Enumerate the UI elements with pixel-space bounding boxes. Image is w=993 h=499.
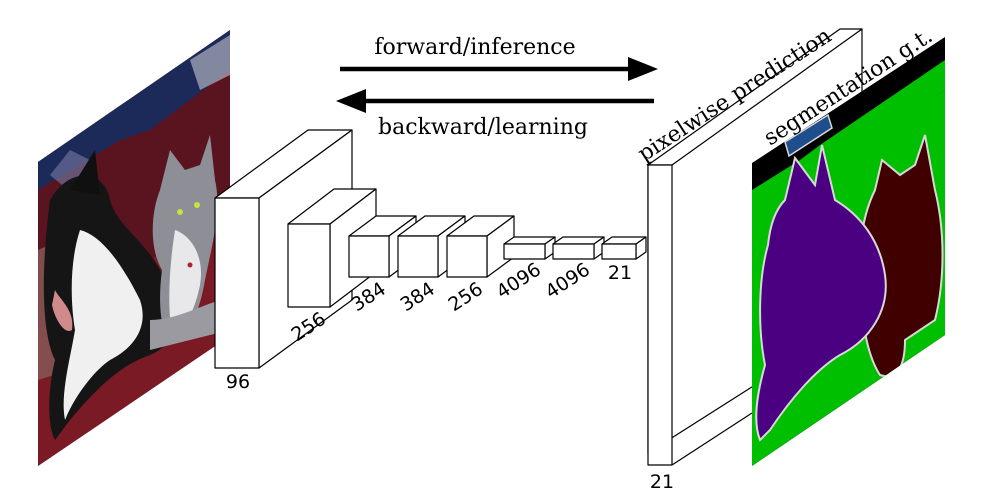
gt-blue-patch <box>784 113 833 158</box>
conv-layer-6-front <box>503 243 546 260</box>
conv-layer-7-channels-label: 4096 <box>541 259 594 304</box>
conv-layer-1-front <box>214 197 260 369</box>
conv-layer-5-front <box>446 235 488 278</box>
conv-layer-4-channels-label: 384 <box>397 278 439 316</box>
conv-layer-8-channels-label: 21 <box>608 262 632 284</box>
conv-layer-5-channels-label: 256 <box>445 278 487 316</box>
conv-layer-2-front <box>287 223 331 308</box>
conv-layer-1-channels-label: 96 <box>226 371 250 393</box>
forward-inference-label: forward/inference <box>374 35 575 60</box>
conv-layer-3-front <box>348 235 390 278</box>
input-photo <box>38 30 230 466</box>
conv-layer-8: 21 <box>601 236 647 284</box>
backward-arrow <box>336 89 654 113</box>
backward-learning-label: backward/learning <box>378 115 588 140</box>
conv-layer-8-front <box>601 243 637 260</box>
photo-dog-chest <box>63 230 143 420</box>
photo-wall <box>38 30 230 190</box>
conv-layer-7-front <box>552 243 595 260</box>
conv-layer-4-front <box>397 235 439 278</box>
forward-arrow <box>340 57 658 81</box>
prediction-slab-front <box>647 164 673 466</box>
gt-dog-region <box>755 144 887 442</box>
prediction-channels-label: 21 <box>650 471 674 493</box>
